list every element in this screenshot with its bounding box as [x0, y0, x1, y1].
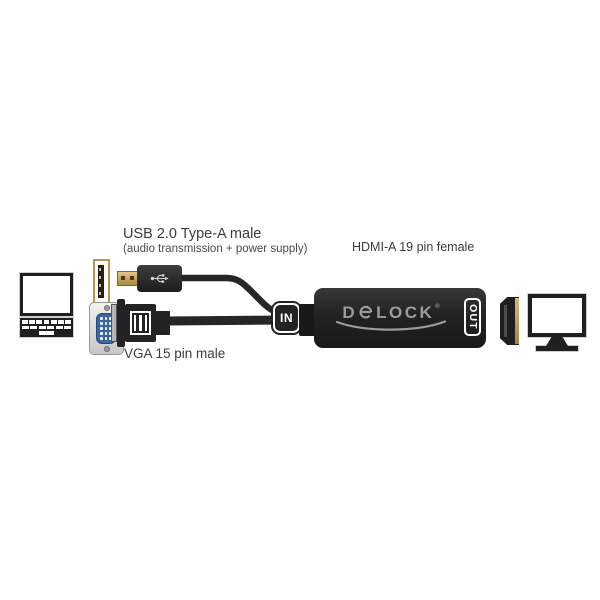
vga-male-plug-icon	[111, 299, 171, 347]
usb-label-title: USB 2.0 Type-A male	[123, 226, 262, 242]
usb-type-a-female-port-icon	[93, 259, 110, 305]
usb-type-a-male-plug-icon	[117, 265, 182, 292]
hdmi-label: HDMI-A 19 pin female	[352, 240, 475, 254]
logo-swoosh	[335, 319, 447, 331]
stylized-e-icon	[358, 304, 374, 320]
usb-cable	[176, 274, 292, 319]
adapter-body: D LOCK ® OUT	[314, 288, 486, 348]
monitor-icon	[527, 293, 587, 352]
laptop-icon	[19, 272, 74, 338]
delock-logo: D LOCK ®	[322, 288, 460, 348]
usb-label-subtitle: (audio transmission + power supply)	[123, 243, 308, 255]
vga-label: VGA 15 pin male	[124, 346, 226, 361]
usb-trident-icon	[150, 274, 169, 283]
hdmi-plug-icon	[500, 297, 519, 345]
vga-cable	[161, 315, 293, 326]
in-badge: IN	[273, 303, 300, 333]
out-badge: OUT	[464, 298, 481, 336]
